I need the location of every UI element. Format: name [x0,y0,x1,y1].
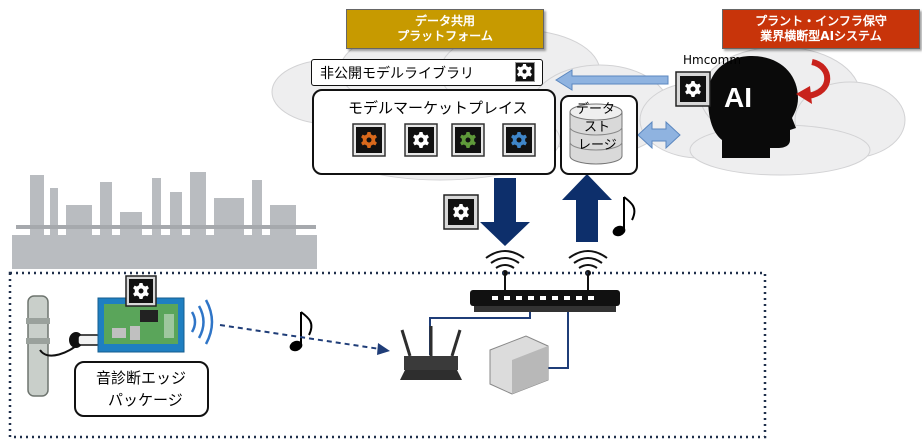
model-marketplace-label: モデルマーケットプレイス [348,99,528,117]
company-label: Hmcomm [683,53,742,67]
factory-silhouette [12,172,317,269]
ai-system-banner: プラント・インフラ保守 業界横断型AIシステム [722,9,920,49]
refresh-arrow-icon [807,59,831,99]
ai-label: AI [724,82,752,113]
ai-system-banner-line2: 業界横断型AIシステム [760,29,882,43]
private-model-library-box: 非公開モデルライブラリ [311,59,543,86]
edge-package-label-line2: パッケージ [108,391,183,409]
storage-label-line3: レージ [578,138,617,153]
site-boundary [8,271,767,439]
storage-label-line2: スト [584,120,611,135]
wireless-signal-arrowhead [377,343,390,355]
wifi-icon-left [485,250,525,292]
router-device [400,326,462,380]
server-device [489,335,549,395]
storage-ai-arrow [637,120,681,150]
network-switch [470,290,620,312]
deploy-model-gear-icon [443,194,479,230]
platform-banner-line2: プラットフォーム [397,29,493,43]
edge-board [97,297,185,353]
model-deploy-arrow [480,178,530,246]
platform-banner: データ共用 プラットフォーム [346,9,544,49]
model-marketplace-box: モデルマーケットプレイス [312,89,556,175]
edge-package-label-line1: 音診断エッジ [96,369,187,387]
refresh-arrowhead [796,86,812,104]
platform-banner-line1: データ共用 [414,14,475,28]
data-upload-arrow [562,174,612,242]
storage-label-line1: データ [576,102,616,117]
wifi-icon-right [568,250,608,292]
hmcomm-gear-icon [675,71,711,107]
wireless-waves-icon [190,299,214,345]
edge-package-box: 音診断エッジ パッケージ [74,361,209,417]
private-model-library-label: 非公開モデルライブラリ [320,66,474,82]
pipe [26,295,50,397]
library-gear-icon [515,62,535,82]
library-arrow [555,69,669,91]
ai-system-banner-line1: プラント・インフラ保守 [755,14,887,28]
edge-model-gear-icon [125,275,157,307]
microphone-sensor [39,332,108,357]
ai-head-silhouette [708,56,798,158]
music-note-icon [289,311,313,352]
music-note-icon [612,196,636,237]
